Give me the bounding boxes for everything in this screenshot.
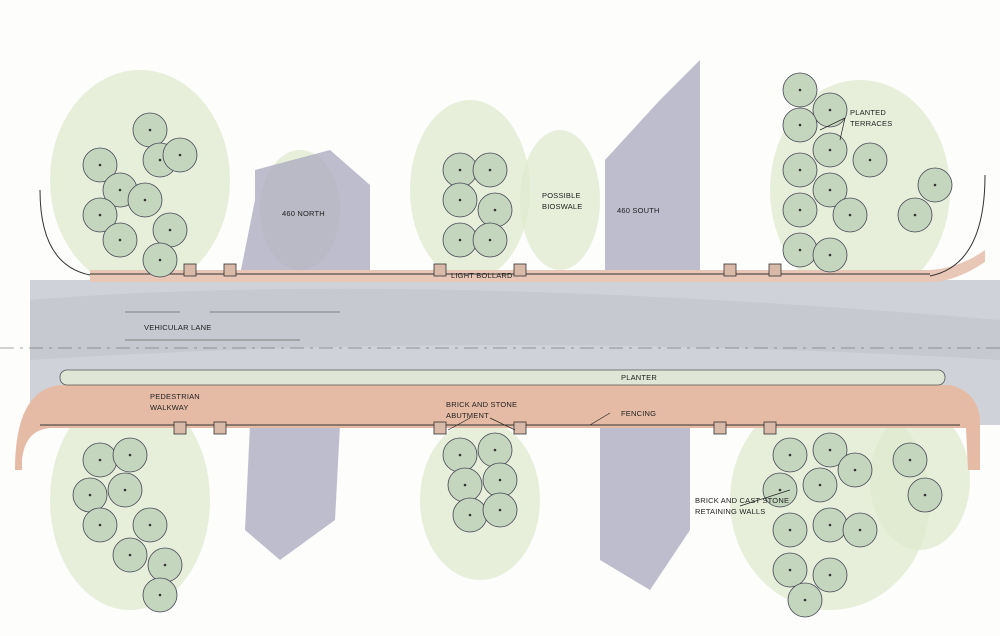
tree-trunk-icon (798, 123, 802, 127)
tree-trunk-icon (468, 513, 472, 517)
tree-trunk-icon (933, 183, 937, 187)
tree-trunk-icon (828, 448, 832, 452)
label-light-bollard: LIGHT BOLLARD (451, 271, 513, 280)
overpass-460-south-top (605, 60, 700, 275)
tree-trunk-icon (148, 523, 152, 527)
tree-trunk-icon (128, 453, 132, 457)
tree-trunk-icon (158, 258, 162, 262)
tree-trunk-icon (828, 108, 832, 112)
tree-trunk-icon (158, 158, 162, 162)
tree-trunk-icon (853, 468, 857, 472)
tree-trunk-icon (178, 153, 182, 157)
label-460-south: 460 SOUTH (617, 206, 660, 215)
label-possible-bioswale: POSSIBLE BIOSWALE (542, 191, 583, 211)
abutment-post (713, 421, 727, 435)
tree-trunk-icon (788, 453, 792, 457)
greenery-patch (520, 130, 600, 270)
greenery-patch (50, 70, 230, 290)
tree-trunk-icon (98, 163, 102, 167)
tree-trunk-icon (498, 508, 502, 512)
tree-trunk-icon (488, 238, 492, 242)
tree-trunk-icon (493, 208, 497, 212)
pedestrian-walkway (15, 385, 980, 470)
tree-trunk-icon (488, 168, 492, 172)
overpass-460-north-top (240, 150, 370, 275)
abutment-post (513, 421, 527, 435)
label-pedestrian-walkway: PEDESTRIAN WALKWAY (150, 392, 200, 412)
tree-trunk-icon (163, 563, 167, 567)
tree-trunk-icon (493, 448, 497, 452)
tree-trunk-icon (828, 523, 832, 527)
tree-trunk-icon (828, 148, 832, 152)
abutments (173, 263, 782, 435)
label-brick-stone-abutment: BRICK AND STONE ABUTMENT (446, 400, 518, 420)
tree-trunk-icon (818, 483, 822, 487)
tree-trunk-icon (463, 483, 467, 487)
tree-trunk-icon (778, 488, 782, 492)
tree-trunk-icon (913, 213, 917, 217)
abutment-post (173, 421, 187, 435)
tree-trunk-icon (98, 213, 102, 217)
tree-trunk-icon (923, 493, 927, 497)
abutment-post (763, 421, 777, 435)
tree-trunk-icon (798, 248, 802, 252)
tree-trunk-icon (168, 228, 172, 232)
abutment-post (723, 263, 737, 277)
tree-trunk-icon (798, 168, 802, 172)
tree-trunk-icon (798, 88, 802, 92)
tree-trunk-icon (458, 238, 462, 242)
tree-trunk-icon (908, 458, 912, 462)
label-retaining-walls: BRICK AND CAST STONE RETAINING WALLS (695, 496, 790, 516)
tree-trunk-icon (458, 198, 462, 202)
overpass-460-north-bottom (245, 425, 340, 560)
label-planted-terraces: PLANTED TERRACES (850, 108, 893, 128)
leader-lines (447, 117, 846, 507)
tree-trunk-icon (458, 168, 462, 172)
tree-trunk-icon (118, 188, 122, 192)
tree-trunk-icon (128, 553, 132, 557)
tree-trunk-icon (803, 598, 807, 602)
tree-trunk-icon (848, 213, 852, 217)
tree-trunk-icon (828, 188, 832, 192)
tree-trunk-icon (828, 253, 832, 257)
abutment-post (433, 421, 447, 435)
tree-trunk-icon (98, 458, 102, 462)
tree-clusters (72, 72, 953, 618)
abutment-post (768, 263, 782, 277)
label-fencing: FENCING (621, 409, 657, 418)
abutment-post (513, 263, 527, 277)
tree-trunk-icon (798, 208, 802, 212)
tree-trunk-icon (158, 593, 162, 597)
tree-trunk-icon (858, 528, 862, 532)
edge-curve-left (39, 189, 91, 276)
lane-markings (125, 311, 340, 341)
tree-trunk-icon (458, 453, 462, 457)
label-vehicular-lane: VEHICULAR LANE (144, 323, 212, 332)
abutment-post (223, 263, 237, 277)
tree-trunk-icon (828, 573, 832, 577)
label-460-north: 460 NORTH (282, 209, 325, 218)
abutment-post (183, 263, 197, 277)
tree-trunk-icon (98, 523, 102, 527)
tree-trunk-icon (88, 493, 92, 497)
abutment-post (213, 421, 227, 435)
abutment-post (433, 263, 447, 277)
tree-trunk-icon (123, 488, 127, 492)
tree-trunk-icon (118, 238, 122, 242)
planter-strip (59, 369, 946, 386)
road-wash (30, 288, 1000, 360)
edge-curve-right (929, 174, 986, 277)
tree-trunk-icon (143, 198, 147, 202)
tree-trunk-icon (788, 528, 792, 532)
tree-trunk-icon (148, 128, 152, 132)
tree-trunk-icon (788, 568, 792, 572)
label-planter: PLANTER (621, 373, 657, 382)
tree-trunk-icon (868, 158, 872, 162)
tree-trunk-icon (498, 478, 502, 482)
overpass-460-south-bottom (600, 425, 690, 590)
